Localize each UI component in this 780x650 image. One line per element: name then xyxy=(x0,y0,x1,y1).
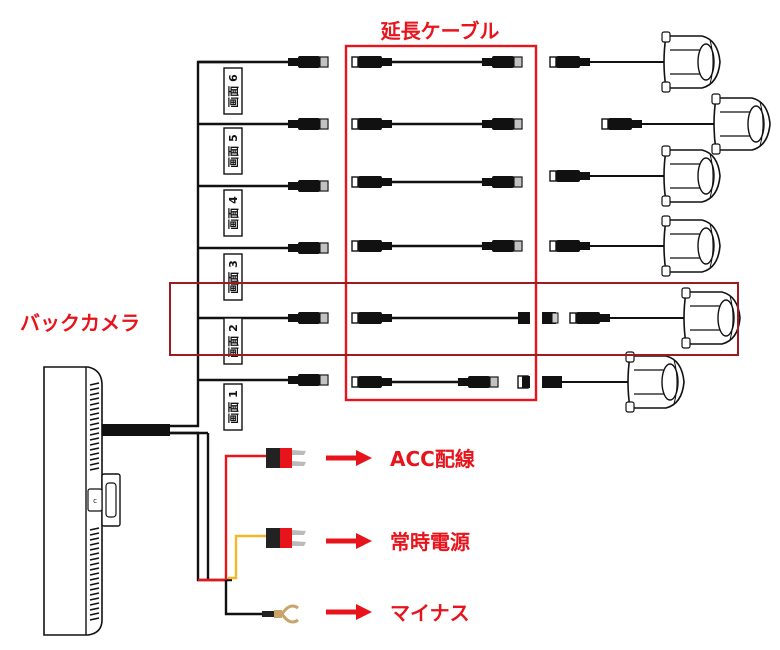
vent-slots-bottom xyxy=(89,527,100,621)
channel-label-4: 画面 4 xyxy=(223,189,243,237)
camera-cables xyxy=(542,55,716,388)
constant-power-row: 常時電源 xyxy=(326,530,470,554)
channel-label-3: 画面 3 xyxy=(223,253,243,301)
back-camera-box xyxy=(169,282,739,356)
arrow-right-icon xyxy=(356,450,372,466)
harness-cable xyxy=(102,424,170,436)
camera-icon-4 xyxy=(661,145,721,207)
arrow-right-icon xyxy=(356,533,372,549)
svg-text:c: c xyxy=(93,497,97,505)
ground-row: マイナス xyxy=(326,601,470,625)
channel-label-5: 画面 5 xyxy=(223,127,243,175)
camera-icon-6 xyxy=(661,31,721,93)
svg-text:画面 5: 画面 5 xyxy=(227,134,240,167)
acc-row: ACC配線 xyxy=(326,447,475,471)
vent-slots-top xyxy=(89,382,100,471)
channel-label-1: 画面 1 xyxy=(223,383,243,431)
acc-fuse-icon xyxy=(266,448,306,468)
power-button-icon xyxy=(87,488,103,512)
channel-label-6: 画面 6 xyxy=(223,67,243,115)
channel-branches xyxy=(198,60,288,382)
camera-icon-5 xyxy=(711,93,771,155)
constant-fuse-icon xyxy=(266,528,306,548)
constant-power-wire xyxy=(228,534,268,580)
extension-cable-title: 延長ケーブル xyxy=(380,19,500,43)
acc-label: ACC配線 xyxy=(390,447,475,471)
power-wiring xyxy=(198,433,306,624)
extension-cables xyxy=(351,55,530,389)
monitor-plugs xyxy=(287,55,329,387)
arrow-right-icon xyxy=(356,604,372,620)
camera-icon-1 xyxy=(625,351,685,413)
back-camera-label: バックカメラ xyxy=(20,311,140,335)
camera-icon-2 xyxy=(681,287,741,349)
acc-wire xyxy=(198,454,268,582)
svg-text:画面 2: 画面 2 xyxy=(227,324,240,357)
svg-text:画面 4: 画面 4 xyxy=(227,196,240,230)
channel-label-2: 画面 2 xyxy=(223,317,243,365)
ground-label: マイナス xyxy=(390,601,470,625)
extension-cable-box xyxy=(344,44,538,402)
svg-text:画面 6: 画面 6 xyxy=(227,74,240,108)
monitor-device: c xyxy=(43,366,121,636)
ground-wire xyxy=(224,580,264,616)
ground-terminal-icon xyxy=(262,604,299,624)
svg-text:画面 3: 画面 3 xyxy=(227,260,240,293)
svg-text:画面 1: 画面 1 xyxy=(227,390,240,423)
constant-power-label: 常時電源 xyxy=(390,530,470,554)
camera-icon-3 xyxy=(661,215,721,277)
